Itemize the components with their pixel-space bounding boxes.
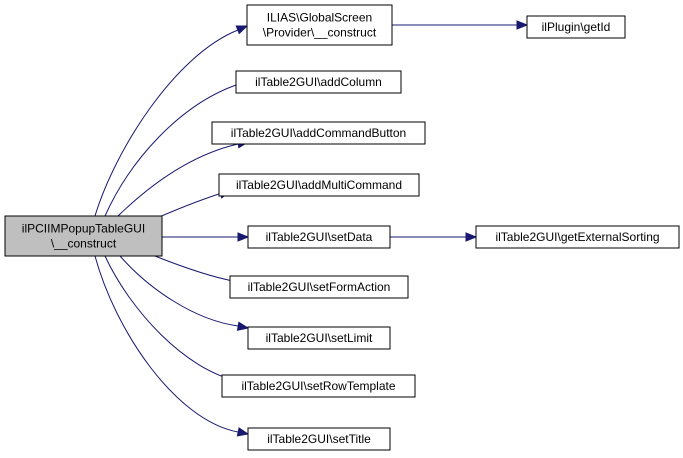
node-provider[interactable]: ILIAS\GlobalScreen\Provider\__construct	[246, 4, 393, 46]
node-label-root-line-1: \__construct	[51, 237, 117, 251]
node-setlimit[interactable]: ilTable2GUI\setLimit	[247, 326, 391, 350]
node-label-addcolumn-line-0: ilTable2GUI\addColumn	[255, 75, 382, 89]
node-box-root	[4, 215, 163, 257]
node-box-addcolumn	[235, 70, 402, 94]
edge-root-to-provider	[94, 29, 239, 217]
node-box-addmulticommand	[218, 173, 420, 197]
arrowhead-setdata-to-getexternalsorting	[465, 232, 478, 242]
node-box-settitle	[247, 427, 391, 451]
node-box-setlimit	[247, 326, 391, 350]
edge-root-to-addcommandbutton	[117, 143, 239, 217]
node-settitle[interactable]: ilTable2GUI\setTitle	[247, 427, 391, 451]
node-label-getid-line-0: ilPlugin\getId	[542, 20, 611, 34]
edge-root-to-setlimit	[119, 255, 239, 327]
edge-root-to-addcolumn	[104, 84, 237, 217]
arrowhead-root-to-setlimit	[236, 321, 250, 331]
edge-root-to-settitle	[94, 255, 239, 433]
node-label-provider-line-0: ILIAS\GlobalScreen	[267, 11, 372, 25]
node-box-setdata	[247, 225, 391, 249]
edge-root-to-setformaction	[154, 255, 239, 283]
node-label-root-line-0: ilPCIIMPopupTableGUI	[22, 222, 145, 236]
node-box-provider	[246, 4, 393, 46]
node-box-getexternalsorting	[475, 225, 680, 249]
node-root[interactable]: ilPCIIMPopupTableGUI\__construct	[4, 215, 163, 257]
node-label-getexternalsorting-line-0: ilTable2GUI\getExternalSorting	[495, 230, 659, 244]
node-addcommandbutton[interactable]: ilTable2GUI\addCommandButton	[211, 121, 426, 145]
node-label-setrowtemplate-line-0: ilTable2GUI\setRowTemplate	[241, 379, 395, 393]
arrowhead-root-to-setdata	[237, 232, 250, 242]
node-setrowtemplate[interactable]: ilTable2GUI\setRowTemplate	[221, 374, 416, 398]
arrowhead-root-to-provider	[235, 25, 249, 35]
node-box-addcommandbutton	[211, 121, 426, 145]
node-box-setrowtemplate	[221, 374, 416, 398]
arrowhead-root-to-settitle	[236, 427, 250, 437]
node-setdata[interactable]: ilTable2GUI\setData	[247, 225, 391, 249]
node-addmulticommand[interactable]: ilTable2GUI\addMultiCommand	[218, 173, 420, 197]
node-label-setlimit-line-0: ilTable2GUI\setLimit	[266, 331, 373, 345]
node-label-addmulticommand-line-0: ilTable2GUI\addMultiCommand	[236, 178, 402, 192]
node-box-setformaction	[229, 275, 409, 299]
node-getid[interactable]: ilPlugin\getId	[526, 15, 626, 39]
node-addcolumn[interactable]: ilTable2GUI\addColumn	[235, 70, 402, 94]
node-setformaction[interactable]: ilTable2GUI\setFormAction	[229, 275, 409, 299]
node-label-setformaction-line-0: ilTable2GUI\setFormAction	[248, 280, 391, 294]
arrowhead-provider-to-getid	[516, 20, 529, 30]
node-label-addcommandbutton-line-0: ilTable2GUI\addCommandButton	[231, 126, 406, 140]
node-getexternalsorting[interactable]: ilTable2GUI\getExternalSorting	[475, 225, 680, 249]
node-label-setdata-line-0: ilTable2GUI\setData	[266, 230, 373, 244]
nodes-layer: ilPCIIMPopupTableGUI\__construct ILIAS\Gl…	[4, 4, 680, 451]
node-label-settitle-line-0: ilTable2GUI\setTitle	[267, 432, 371, 446]
edge-root-to-setrowtemplate	[104, 255, 239, 382]
node-box-getid	[526, 15, 626, 39]
node-label-provider-line-1: \Provider\__construct	[263, 26, 377, 40]
